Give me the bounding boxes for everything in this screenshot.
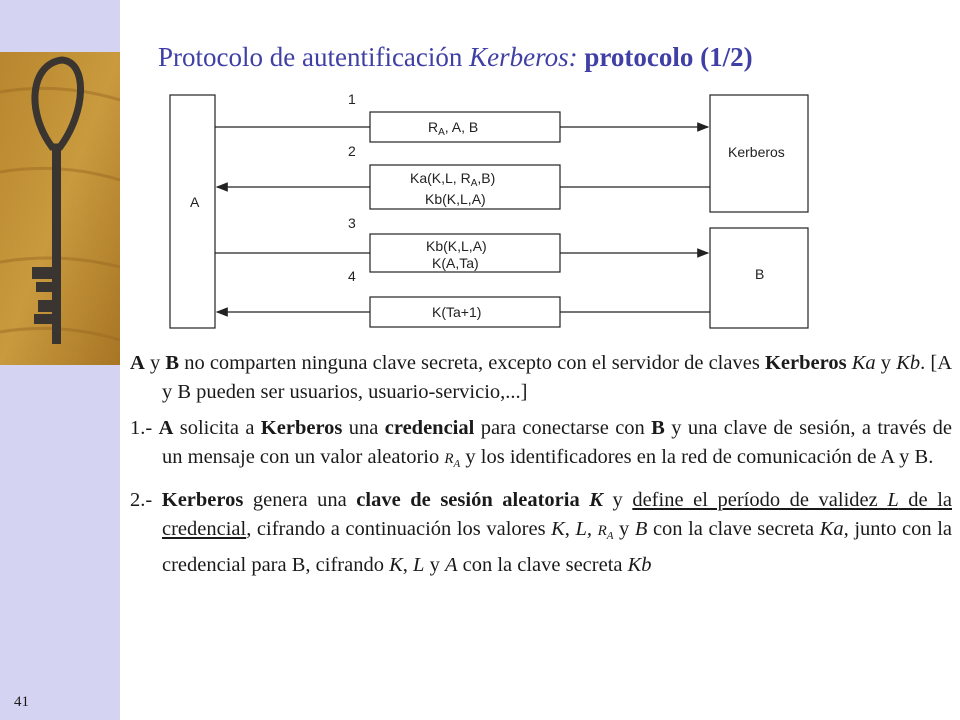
step-number-3: 3 xyxy=(348,215,356,231)
paragraph-step-2: 2.- Kerberos genera una clave de sesión … xyxy=(130,489,953,576)
title-bold: protocolo (1/2) xyxy=(584,42,753,72)
step-number-1: 1 xyxy=(348,91,356,107)
message-box-3 xyxy=(369,233,561,273)
slide-title: Protocolo de autentificación Kerberos: p… xyxy=(158,42,753,73)
step-number-2: 2 xyxy=(348,143,356,159)
entity-b-label: B xyxy=(755,266,764,282)
message-box-2 xyxy=(369,164,561,210)
body-text: A y B no comparten ninguna clave secreta… xyxy=(130,349,952,580)
message-box-4 xyxy=(369,296,561,328)
step-number-4: 4 xyxy=(348,268,356,284)
slide-number: 41 xyxy=(14,694,29,710)
message-3-line-1: Kb(K,L,A) xyxy=(426,238,487,254)
message-box-1 xyxy=(369,111,561,143)
entity-kerberos-box xyxy=(709,94,809,213)
entity-a-label: A xyxy=(190,194,200,210)
title-prefix: Protocolo de autentificación xyxy=(158,42,470,72)
entity-b-box xyxy=(709,227,809,329)
message-3-line-2: K(A,Ta) xyxy=(432,255,479,271)
entity-a-box xyxy=(169,94,216,329)
entity-kerberos-label: Kerberos xyxy=(728,144,785,160)
message-4: K(Ta+1) xyxy=(432,304,481,320)
old-key-image xyxy=(0,52,120,365)
message-2-line-1: Ka(K,L, RA,B) xyxy=(410,170,495,189)
message-1: RA, A, B xyxy=(428,119,478,138)
paragraph-intro: A y B no comparten ninguna clave secreta… xyxy=(130,352,953,403)
protocol-diagram: A Kerberos B 1 2 3 4 RA, A, B Ka(K,L, RA… xyxy=(169,91,809,329)
title-italic: Kerberos: xyxy=(469,42,578,72)
paragraph-step-1: 1.- A solicita a Kerberos una credencial… xyxy=(130,417,953,470)
message-2-line-2: Kb(K,L,A) xyxy=(425,191,486,207)
